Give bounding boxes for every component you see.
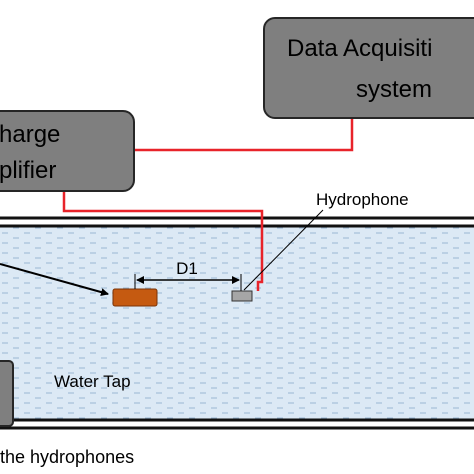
data-acquisition-label-line2: system — [356, 76, 432, 103]
data-acquisition-label-line1: Data Acquisiti — [287, 35, 432, 62]
charge-amplifier-box-shape — [0, 110, 135, 192]
source-pointer-arrow — [0, 263, 109, 296]
water-body — [0, 227, 474, 419]
wire-amplifier-to-hydrophone — [62, 191, 264, 291]
charge-amplifier-label-line2: plifier — [0, 157, 56, 184]
charge-amplifier-box: harge plifier — [0, 110, 135, 192]
distance-label: D1 — [176, 259, 198, 278]
charge-amplifier-label-line1: harge — [0, 121, 60, 148]
hydrophone-label: Hydrophone — [316, 190, 409, 209]
water-tap-block — [0, 360, 14, 427]
water-pipe — [0, 216, 474, 430]
distance-marker: D1 — [134, 259, 242, 291]
data-acquisition-box: Data Acquisiti system — [263, 17, 474, 119]
signal-wires — [62, 118, 354, 291]
wire-daq-to-amplifier — [134, 118, 354, 152]
hydrophone-pointer-line — [243, 209, 324, 291]
data-acquisition-box-shape — [263, 17, 474, 119]
hydrophone-sensor — [231, 290, 253, 302]
acoustic-source-block — [112, 288, 158, 307]
water-tap-label: Water Tap — [54, 372, 131, 391]
figure-caption: the hydrophones — [0, 447, 134, 467]
